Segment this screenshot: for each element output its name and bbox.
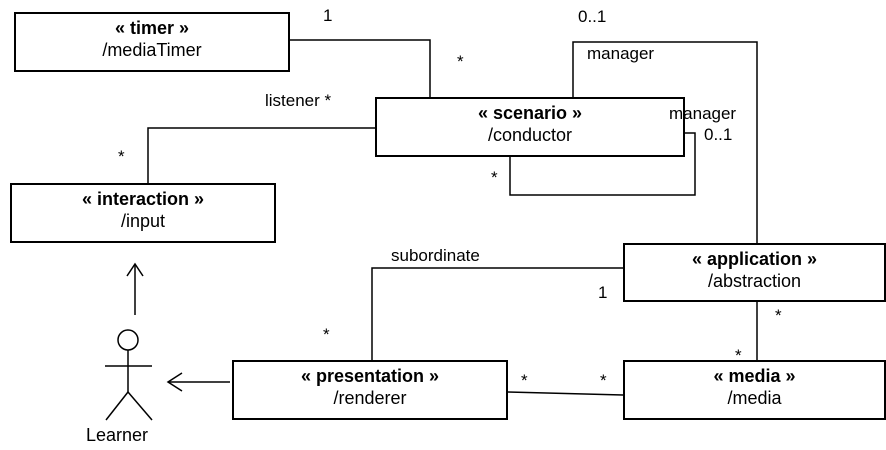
class-interaction[interactable]: « interaction » /input [10,183,276,243]
scenario-interaction-association [147,127,375,183]
multiplicity-label: * [521,371,528,390]
multiplicity-label: 1 [323,6,333,25]
application-name: /abstraction [707,271,802,291]
scenario-application-association [572,41,758,243]
interaction-name: /input [120,211,166,231]
role-label: listener * [265,91,332,110]
multiplicity-label: * [775,306,782,325]
class-application[interactable]: « application » /abstraction [623,243,886,302]
timer-name: /mediaTimer [102,40,202,60]
media-stereotype: « media » [713,366,796,386]
role-label: manager [587,44,655,63]
multiplicity-label: 0..1 [578,7,607,26]
presentation-stereotype: « presentation » [300,366,440,386]
presentation-media-association [507,391,624,396]
multiplicity-label: * [600,371,607,390]
timer-stereotype: « timer » [114,18,190,38]
scenario-stereotype: « scenario » [477,103,583,123]
timer-scenario-association [290,39,431,97]
application-stereotype: « application » [691,249,818,269]
actor-label: Learner [86,425,149,445]
scenario-name: /conductor [487,125,573,145]
multiplicity-label: * [457,52,464,71]
class-presentation[interactable]: « presentation » /renderer [232,360,508,420]
role-label: subordinate [391,246,480,265]
media-name: /media [727,388,782,408]
multiplicity-label: * [323,325,330,344]
presentation-name: /renderer [333,388,407,408]
multiplicity-label: * [118,147,125,166]
left-arrowhead-icon [166,372,183,392]
multiplicity-label: * [735,346,742,365]
scenario-self-association [509,132,696,196]
class-scenario[interactable]: « scenario » /conductor [375,97,685,157]
multiplicity-label: * [491,168,498,187]
multiplicity-label: 0..1 [704,125,733,144]
class-media[interactable]: « media » /media [623,360,886,420]
application-presentation-association [371,267,623,360]
role-label: manager [669,104,737,123]
learner-actor-icon [105,329,153,421]
up-arrowhead-icon [126,262,144,277]
class-timer[interactable]: « timer » /mediaTimer [14,12,290,72]
interaction-stereotype: « interaction » [81,189,205,209]
multiplicity-label: 1 [598,283,608,302]
